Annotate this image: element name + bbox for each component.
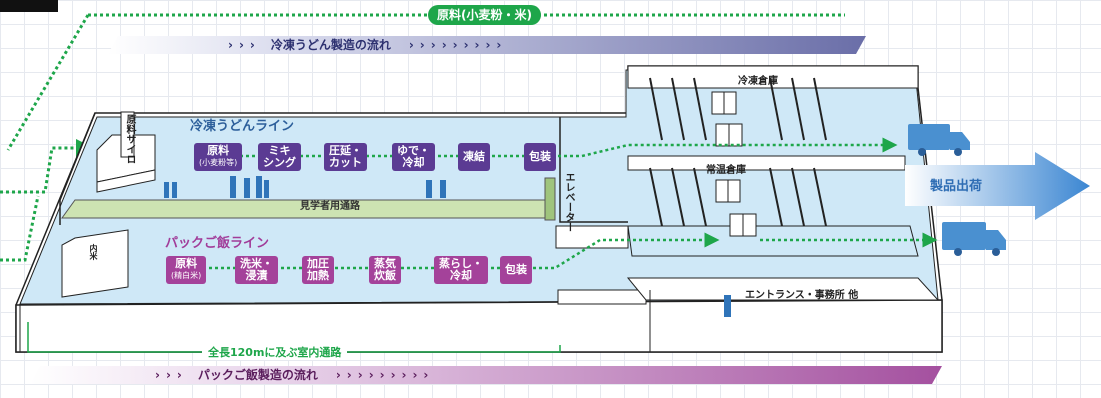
- udon-step: ミキシング: [258, 143, 301, 171]
- rice-step: 蒸気炊飯: [369, 256, 401, 284]
- rice-flow-banner: ››› パックご飯製造の流れ ›››››››››: [30, 366, 942, 384]
- udon-step: ゆで・冷却: [392, 143, 435, 171]
- rice-flow-label: パックご飯製造の流れ: [197, 368, 318, 382]
- rice-flow-trail: ›››››››››: [335, 368, 435, 382]
- raw-route-rice: [0, 195, 40, 262]
- truck-icon-top: [908, 124, 970, 156]
- rice-box-label: 内米: [89, 244, 98, 260]
- udon-step: 凍結: [458, 143, 490, 171]
- truck-icon-bottom: [942, 222, 1006, 256]
- udon-step: 包装: [524, 143, 556, 171]
- corridor-length-label: 全長120mに及ぶ室内通路: [202, 344, 348, 360]
- udon-flow-trail: ›››››››››: [408, 38, 508, 52]
- corner-mark: [0, 0, 58, 12]
- visitor-corridor-label: 見学者用通路: [300, 201, 360, 212]
- raw-route-udon: [0, 139, 94, 194]
- raw-material-tag: 原料(小麦粉・米): [428, 5, 541, 25]
- elevator-label: エレベーター: [563, 172, 574, 232]
- rice-step: 加圧加熱: [302, 256, 334, 284]
- rice-step: 原料(精白米): [166, 256, 207, 284]
- silo-label: 原料サイロ: [124, 114, 135, 164]
- udon-step: 原料(小麦粉等): [194, 143, 243, 171]
- udon-line-title: 冷凍うどんライン: [190, 119, 295, 134]
- shipping-label: 製品出荷: [930, 179, 983, 194]
- raw-material-route-diagonal: [6, 14, 90, 151]
- ambient-warehouse-label: 常温倉庫: [706, 165, 746, 176]
- frozen-warehouse-label: 冷凍倉庫: [738, 76, 778, 87]
- udon-flow-arrows: ›››: [228, 38, 261, 52]
- udon-flow-label: 冷凍うどん製造の流れ: [270, 38, 391, 52]
- rice-line-title: パックご飯ライン: [165, 236, 270, 251]
- rice-step: 包装: [500, 256, 532, 284]
- rice-step: 洗米・浸漬: [235, 256, 278, 284]
- rice-flow-arrows: ›››: [155, 368, 188, 382]
- udon-flow-banner: ››› 冷凍うどん製造の流れ ›››››››››: [108, 36, 866, 54]
- rice-route: [185, 232, 720, 270]
- udon-step: 圧延・カット: [324, 143, 367, 171]
- shipping-arrow: [905, 152, 1090, 220]
- entrance-office-label: エントランス・事務所 他: [745, 290, 859, 301]
- rice-step: 蒸らし・冷却: [434, 256, 488, 284]
